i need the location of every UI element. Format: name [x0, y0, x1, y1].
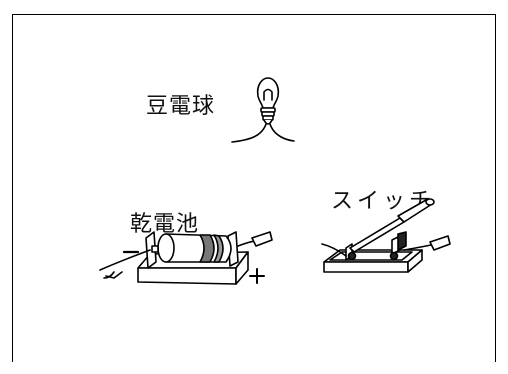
bulb-label: 豆電球 [146, 94, 216, 119]
battery-label: 乾電池 [130, 212, 200, 237]
light-bulb-icon [231, 77, 295, 143]
worksheet-frame [12, 14, 496, 362]
knife-switch-icon [321, 198, 451, 273]
battery-icon [99, 231, 273, 285]
